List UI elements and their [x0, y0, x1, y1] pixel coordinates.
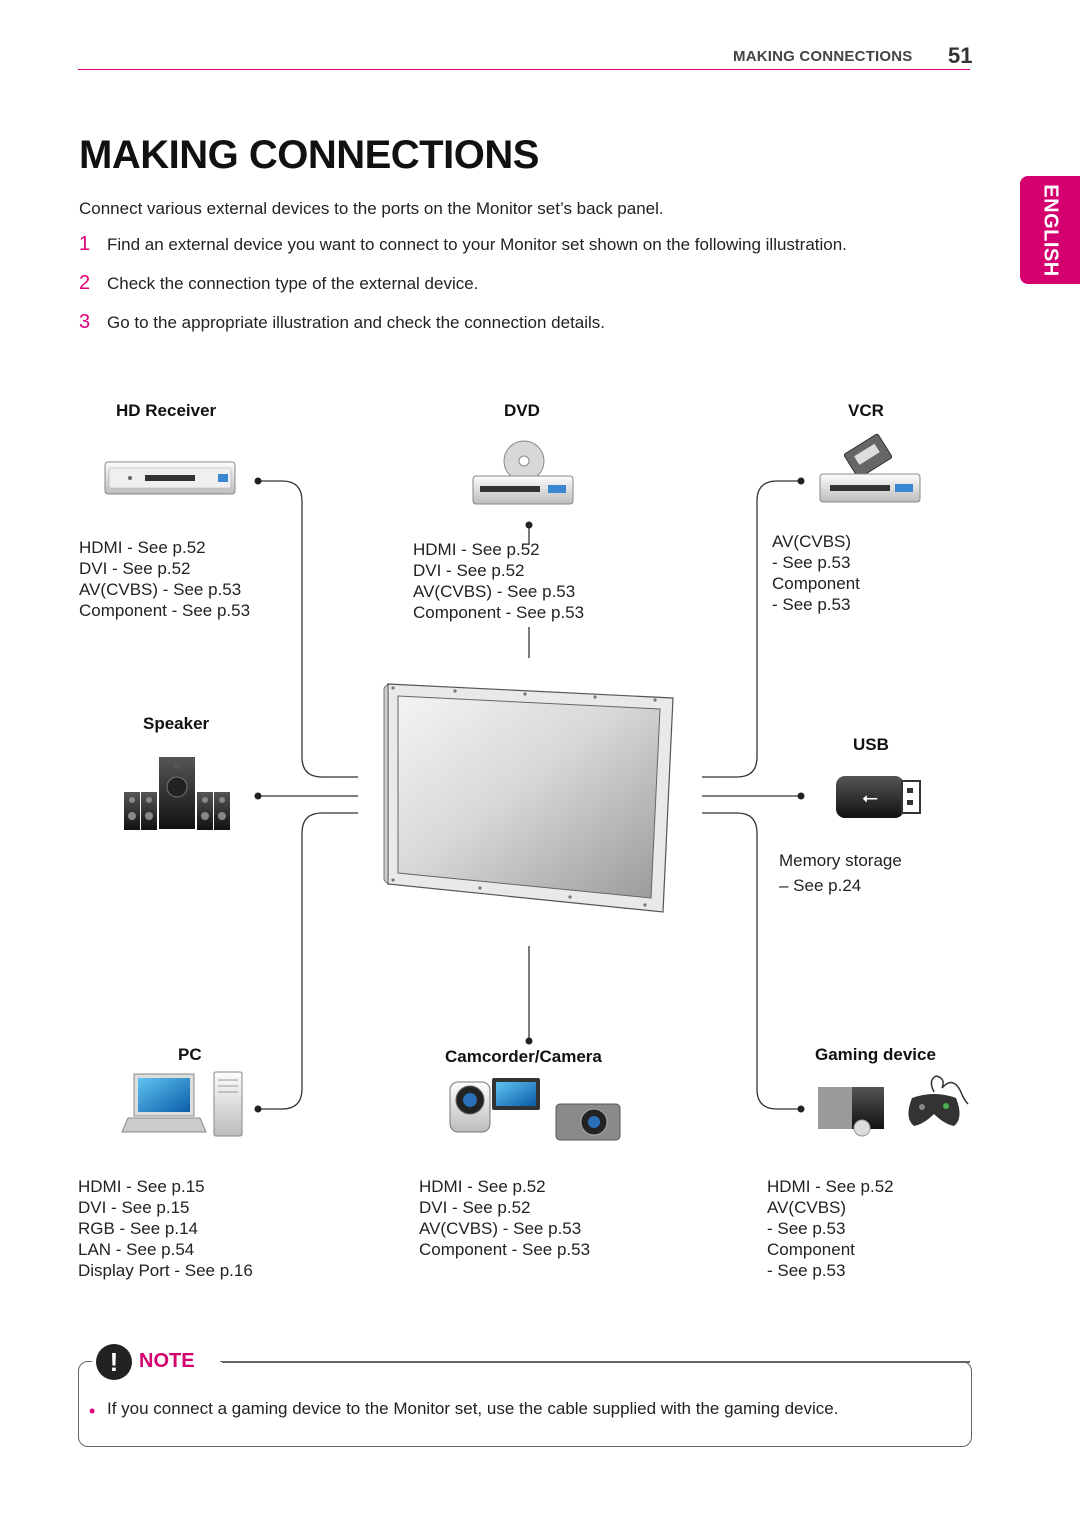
detail-line: Component - See p.53	[79, 601, 251, 620]
step-number: 3	[79, 311, 91, 333]
detail-line: AV(CVBS) - See p.53	[79, 580, 242, 599]
step-2: 2 Check the connection type of the extern…	[79, 272, 478, 295]
detail-line: Component	[772, 574, 860, 593]
pc-image	[121, 1071, 243, 1137]
usb-details: Memory storage – See p.24	[779, 848, 902, 898]
detail-line: AV(CVBS)	[767, 1198, 847, 1217]
connector-dots	[254, 477, 805, 1113]
monitor-panel-image	[383, 683, 674, 913]
detail-line: Component - See p.53	[419, 1240, 591, 1259]
language-tab: ENGLISH	[1020, 176, 1080, 284]
header-rule	[78, 69, 970, 70]
hd-receiver-label: HD Receiver	[116, 401, 217, 420]
camcorder-details: HDMI - See p.52 DVI - See p.52 AV(CVBS) …	[419, 1176, 590, 1260]
detail-line: HDMI - See p.52	[79, 538, 206, 557]
intro-text: Connect various external devices to the …	[79, 199, 664, 218]
detail-line: HDMI - See p.52	[767, 1177, 894, 1196]
usb-drive-image: ⭠	[836, 776, 921, 818]
step-3: 3 Go to the appropriate illustration and …	[79, 311, 605, 334]
note-rule	[222, 1361, 970, 1363]
detail-line: DVI - See p.52	[413, 561, 525, 580]
note-text: If you connect a gaming device to the Mo…	[107, 1399, 839, 1418]
svg-text:⭠: ⭠	[862, 785, 878, 809]
gaming-device-label: Gaming device	[815, 1045, 936, 1064]
speaker-image	[124, 757, 230, 830]
gaming-device-details: HDMI - See p.52 AV(CVBS) - See p.53 Comp…	[767, 1176, 894, 1281]
detail-line: HDMI - See p.52	[419, 1177, 546, 1196]
detail-line: HDMI - See p.15	[78, 1177, 205, 1196]
detail-line: AV(CVBS)	[772, 532, 852, 551]
vcr-image	[819, 433, 921, 503]
step-text: Go to the appropriate illustration and c…	[107, 313, 606, 332]
detail-line: DVI - See p.15	[78, 1198, 190, 1217]
detail-line: Display Port - See p.16	[78, 1261, 253, 1280]
pc-label: PC	[178, 1045, 202, 1064]
pc-details: HDMI - See p.15 DVI - See p.15 RGB - See…	[78, 1176, 253, 1281]
dvd-player-image	[472, 440, 574, 505]
camcorder-image	[449, 1078, 621, 1141]
hd-receiver-image	[104, 461, 236, 495]
detail-line: RGB - See p.14	[78, 1219, 199, 1238]
detail-line: AV(CVBS) - See p.53	[419, 1219, 582, 1238]
detail-line: - See p.53	[772, 553, 851, 572]
dvd-details: HDMI - See p.52 DVI - See p.52 AV(CVBS) …	[413, 539, 584, 623]
connector-lines	[258, 480, 801, 1110]
detail-line: - See p.53	[767, 1219, 846, 1238]
detail-line: DVI - See p.52	[419, 1198, 531, 1217]
page-title: MAKING CONNECTIONS	[79, 133, 539, 177]
vcr-label: VCR	[848, 401, 884, 420]
running-header-section: MAKING CONNECTIONS	[733, 48, 913, 65]
detail-line: Memory storage	[779, 851, 902, 870]
usb-label: USB	[853, 735, 889, 754]
step-1: 1 Find an external device you want to con…	[79, 233, 847, 256]
detail-line: LAN - See p.54	[78, 1240, 195, 1259]
step-text: Check the connection type of the externa…	[107, 274, 479, 293]
detail-line: HDMI - See p.52	[413, 540, 540, 559]
page-number: 51	[948, 43, 973, 68]
exclamation-icon: !	[96, 1344, 132, 1380]
step-number: 2	[79, 272, 91, 294]
camcorder-label: Camcorder/Camera	[445, 1047, 602, 1066]
step-text: Find an external device you want to conn…	[107, 235, 847, 254]
dvd-label: DVD	[504, 401, 540, 420]
gaming-device-image	[818, 1075, 969, 1137]
detail-line: - See p.53	[772, 595, 851, 614]
detail-line: AV(CVBS) - See p.53	[413, 582, 576, 601]
detail-line: DVI - See p.52	[79, 559, 191, 578]
step-number: 1	[79, 233, 91, 255]
speaker-label: Speaker	[143, 714, 210, 733]
vcr-details: AV(CVBS) - See p.53 Component - See p.53	[772, 531, 860, 615]
detail-line: - See p.53	[767, 1261, 846, 1280]
hd-receiver-details: HDMI - See p.52 DVI - See p.52 AV(CVBS) …	[79, 537, 250, 621]
detail-line: – See p.24	[779, 876, 862, 895]
note-label: NOTE	[139, 1350, 195, 1372]
bullet-icon: •	[89, 1401, 96, 1421]
detail-line: Component - See p.53	[413, 603, 585, 622]
detail-line: Component	[767, 1240, 855, 1259]
